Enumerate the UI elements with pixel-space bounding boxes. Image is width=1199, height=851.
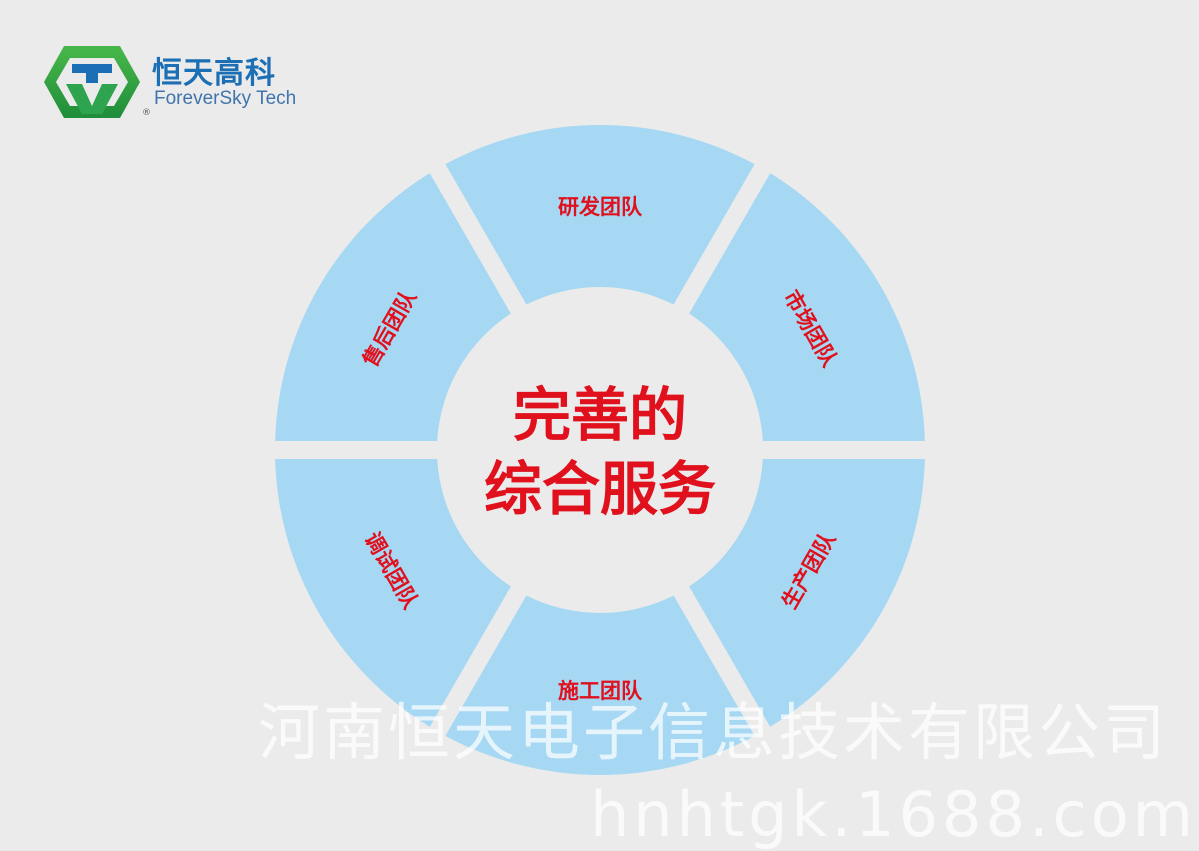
segment-label: 施工团队 [558, 679, 643, 703]
watermark-company: 河南恒天电子信息技术有限公司 [258, 696, 1169, 769]
center-title-line2: 综合服务 [484, 455, 716, 523]
watermark-url: hnhtgk.1688.com [590, 778, 1198, 851]
center-title-line1: 完善的 [513, 381, 687, 449]
brand-name-en: ForeverSky Tech [154, 88, 297, 109]
ring-segment [689, 458, 925, 727]
brand-name-cn: 恒天高科 [152, 56, 276, 91]
ring-segment [445, 595, 755, 775]
ring-segment [689, 173, 925, 442]
segment-label: 研发团队 [558, 195, 643, 219]
ring-segment [275, 173, 511, 442]
segment-group [275, 125, 925, 775]
registered-mark: ® [142, 108, 151, 118]
logo-icon [44, 46, 140, 118]
company-logo: 恒天高科 ForeverSky Tech ® [42, 44, 312, 120]
ring-segment [445, 125, 755, 305]
ring-segment [275, 458, 511, 727]
